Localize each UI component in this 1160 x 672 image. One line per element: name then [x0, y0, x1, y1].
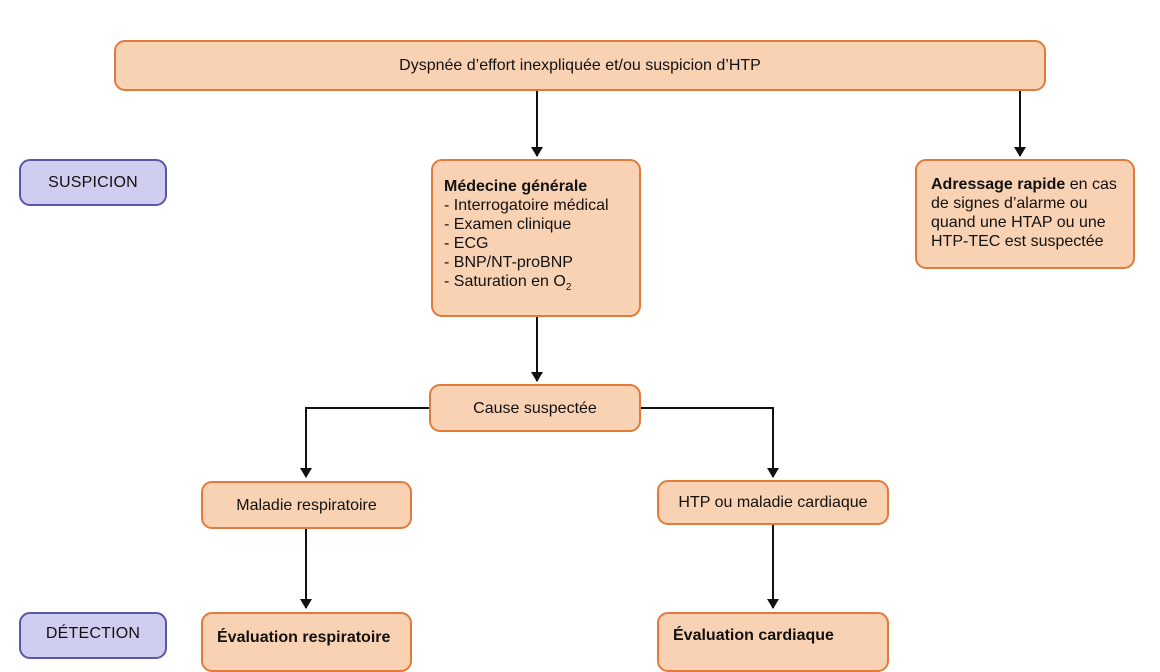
node-respiratory-evaluation: Évaluation respiratoire: [201, 612, 412, 672]
checklist-item: - Examen clinique: [444, 216, 572, 233]
arrow-cause-to-respiratory: [300, 407, 430, 478]
general-practice-title: Médecine générale: [444, 178, 588, 195]
rapid-referral-emphasis: Adressage rapide: [931, 176, 1066, 193]
node-rapid-referral: Adressage rapide en cas de signes d’alar…: [915, 159, 1135, 269]
node-unexplained-dyspnea-label: Dyspnée d’effort inexpliquée et/ou suspi…: [399, 57, 761, 74]
node-suspected-cause: Cause suspectée: [429, 384, 641, 432]
stage-suspicion-label: SUSPICION: [48, 173, 138, 191]
arrow-cause-to-cardiac: [640, 407, 779, 478]
checklist-item: - Interrogatoire médical: [444, 197, 609, 214]
node-respiratory-disease: Maladie respiratoire: [201, 481, 412, 529]
node-unexplained-dyspnea: Dyspnée d’effort inexpliquée et/ou suspi…: [114, 40, 1046, 91]
stage-detection: DÉTECTION: [19, 612, 167, 659]
saturation-subscript: 2: [565, 282, 572, 294]
saturation-label: - Saturation en O: [444, 273, 566, 290]
node-ph-or-cardiac-disease: HTP ou maladie cardiaque: [657, 480, 889, 525]
ph-or-cardiac-disease-label: HTP ou maladie cardiaque: [678, 494, 868, 511]
connector-layer: [300, 90, 1026, 609]
node-cardiac-evaluation: Évaluation cardiaque: [657, 612, 889, 672]
stage-suspicion: SUSPICION: [19, 159, 167, 206]
stage-detection-label: DÉTECTION: [45, 625, 141, 642]
checklist-item: - ECG: [444, 235, 489, 252]
checklist-item-saturation: - Saturation en O2: [444, 272, 629, 297]
checklist-item: - BNP/NT-proBNP: [444, 254, 573, 271]
respiratory-disease-label: Maladie respiratoire: [236, 496, 377, 514]
general-practice-checklist: - Interrogatoire médical - Examen cliniq…: [444, 196, 629, 297]
node-general-practice: Médecine générale - Interrogatoire médic…: [431, 159, 641, 317]
suspected-cause-label: Cause suspectée: [473, 399, 597, 417]
respiratory-evaluation-title: Évaluation respiratoire: [217, 629, 391, 646]
cardiac-evaluation-title: Évaluation cardiaque: [673, 627, 834, 644]
rapid-referral-text: en cas de signes d’alarme ou quand une H…: [931, 176, 1117, 250]
